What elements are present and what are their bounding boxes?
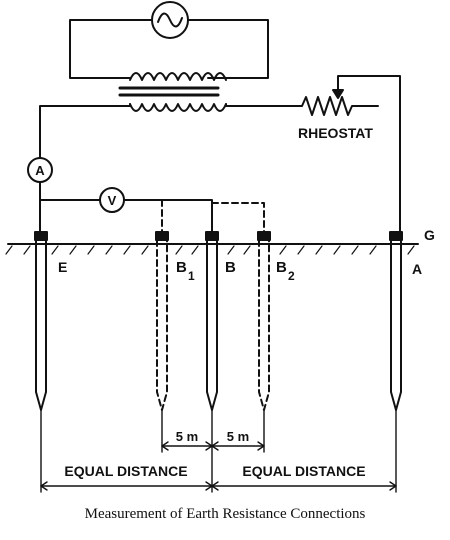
- ground-label: G: [424, 227, 435, 243]
- equal-distance-right-label: EQUAL DISTANCE: [242, 463, 365, 479]
- electrode-b: [205, 231, 219, 493]
- electrode-b2: [257, 231, 271, 453]
- ammeter-label: A: [35, 163, 45, 178]
- electrode-b2-label: B: [276, 259, 287, 276]
- electrode-e-label: E: [58, 259, 67, 275]
- earth-resistance-diagram: RHEOSTAT A V G E B 1 B B 2 A 5 m 5 m EQU…: [5, 1, 435, 493]
- voltmeter-right-wire: [123, 199, 213, 233]
- secondary-left-wire: [39, 103, 131, 159]
- voltmeter-probe-b2: [211, 202, 265, 233]
- electrode-b1: [155, 231, 169, 453]
- ac-source: [151, 1, 189, 39]
- rheostat-wiper: [337, 75, 401, 233]
- electrode-b1-subscript: 1: [188, 269, 195, 283]
- equal-distance-left-label: EQUAL DISTANCE: [64, 463, 187, 479]
- source-loop-wire: [69, 19, 269, 79]
- voltmeter-label: V: [108, 193, 117, 208]
- spacing-left-label: 5 m: [176, 429, 198, 444]
- electrode-a: [389, 231, 403, 493]
- transformer-coil-icon: [118, 72, 227, 112]
- electrode-a-label: A: [412, 261, 422, 277]
- figure-caption: Measurement of Earth Resistance Connecti…: [84, 506, 366, 522]
- electrode-b-label: B: [225, 259, 236, 276]
- spacing-dimension-lines: [40, 441, 397, 491]
- electrode-e: [34, 231, 48, 493]
- electrode-b1-label: B: [176, 259, 187, 276]
- secondary-right-wire: [225, 103, 291, 107]
- spacing-right-label: 5 m: [227, 429, 249, 444]
- rheostat-label: RHEOSTAT: [298, 125, 373, 141]
- variable-resistor-icon: [289, 75, 401, 233]
- electrode-b2-subscript: 2: [288, 269, 295, 283]
